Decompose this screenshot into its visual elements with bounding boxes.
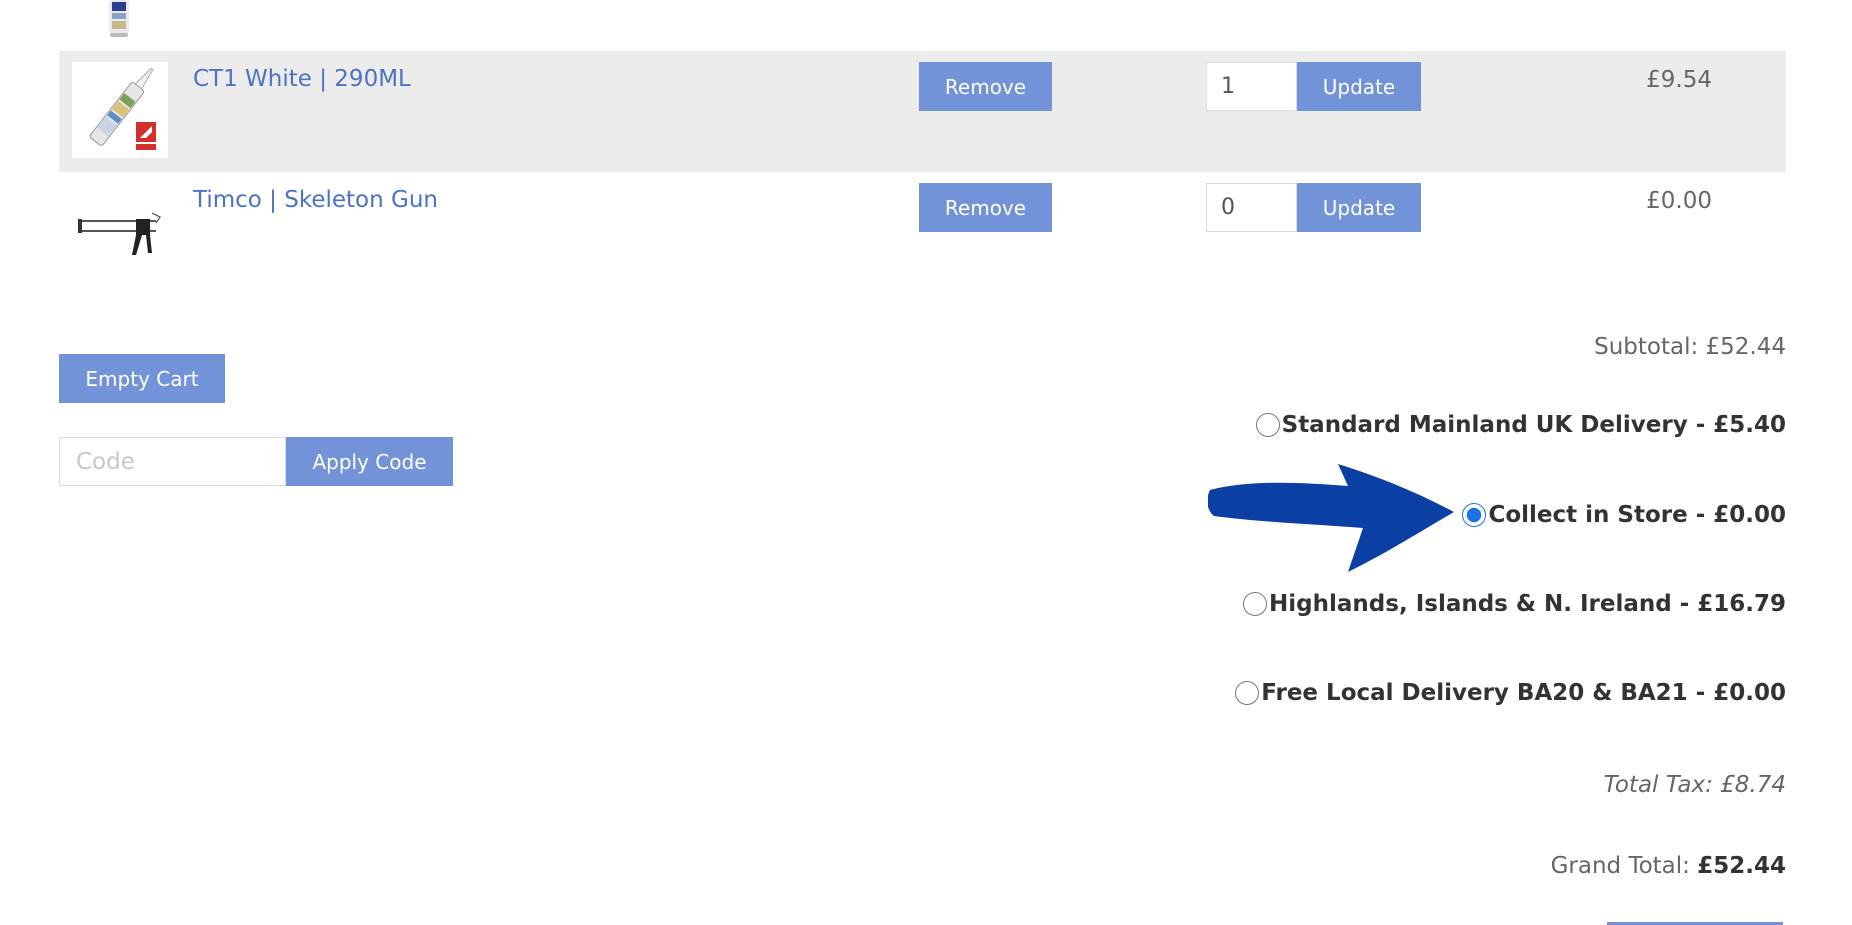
arrow-right-icon (1208, 464, 1454, 572)
shipping-option-label: Highlands, Islands & N. Ireland - £16.79 (1269, 591, 1786, 617)
shipping-option-highlands[interactable]: Highlands, Islands & N. Ireland - £16.79 (1243, 591, 1786, 617)
product-thumbnail-partial (109, 0, 129, 37)
shipping-radio[interactable] (1235, 681, 1260, 705)
grand-total: Grand Total: £52.44 (1551, 853, 1786, 879)
discount-code-input[interactable] (59, 437, 286, 486)
empty-cart-button[interactable]: Empty Cart (59, 354, 225, 403)
shipping-option-standard[interactable]: Standard Mainland UK Delivery - £5.40 (1255, 412, 1786, 438)
checkout-button-partial[interactable] (1607, 922, 1783, 925)
quantity-input[interactable] (1206, 183, 1297, 232)
shipping-option-label: Free Local Delivery BA20 & BA21 - £0.00 (1261, 680, 1786, 706)
line-price: £0.00 (1646, 188, 1712, 214)
update-button[interactable]: Update (1297, 183, 1421, 232)
apply-code-button[interactable]: Apply Code (286, 437, 453, 486)
remove-button[interactable]: Remove (919, 183, 1052, 232)
shipping-option-label: Standard Mainland UK Delivery - £5.40 (1281, 412, 1786, 438)
product-link[interactable]: CT1 White | 290ML (193, 66, 411, 92)
shipping-option-label: Collect in Store - £0.00 (1488, 502, 1786, 528)
sealant-tube-image (72, 62, 168, 158)
grand-total-label: Grand Total: (1550, 853, 1698, 879)
total-tax: Total Tax: £8.74 (1603, 772, 1786, 798)
skeleton-gun-image (72, 183, 168, 279)
shipping-radio[interactable] (1243, 592, 1268, 616)
grand-total-value: £52.44 (1697, 853, 1786, 879)
shipping-option-free-local[interactable]: Free Local Delivery BA20 & BA21 - £0.00 (1235, 680, 1786, 706)
shipping-radio[interactable] (1255, 413, 1280, 437)
subtotal: Subtotal: £52.44 (1594, 334, 1786, 360)
product-link[interactable]: Timco | Skeleton Gun (193, 187, 438, 213)
shipping-option-collect[interactable]: Collect in Store - £0.00 (1462, 502, 1786, 528)
line-price: £9.54 (1646, 67, 1712, 93)
update-button[interactable]: Update (1297, 62, 1421, 111)
shipping-radio[interactable] (1462, 503, 1487, 527)
quantity-input[interactable] (1206, 62, 1297, 111)
remove-button[interactable]: Remove (919, 62, 1052, 111)
